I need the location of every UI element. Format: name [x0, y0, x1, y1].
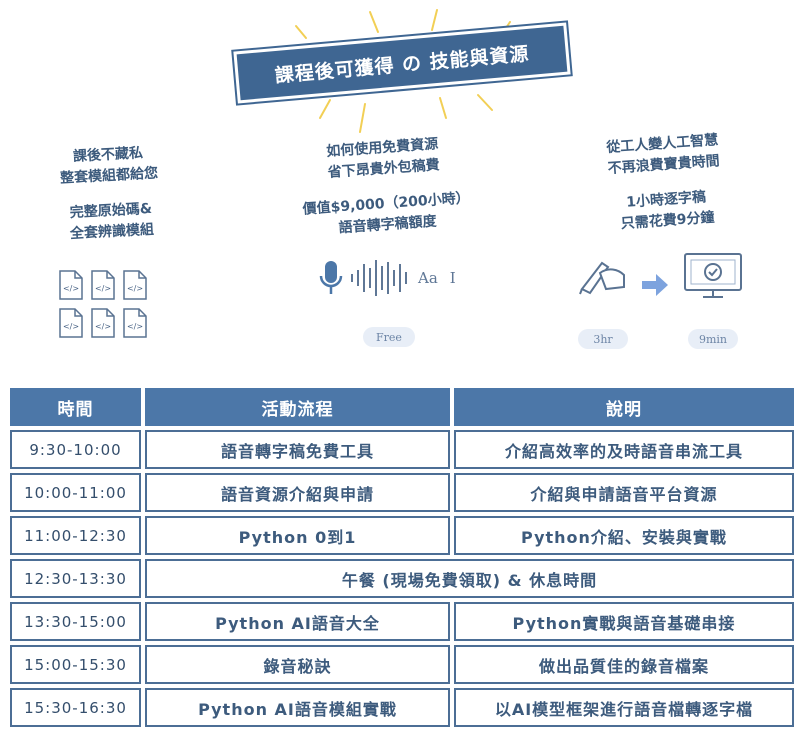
header-description: 說明	[454, 388, 794, 426]
row-activity: 語音轉字稿免費工具	[145, 430, 450, 469]
row-time: 12:30-13:30	[10, 559, 141, 598]
row-activity: Python AI語音模組實戰	[145, 688, 450, 727]
svg-text:</>: </>	[63, 284, 79, 293]
code-file-icon: </>	[59, 308, 83, 338]
table-row: 11:00-12:30 Python 0到1 Python介紹、安裝與實戰	[10, 516, 794, 555]
three-hour-badge: 3hr	[578, 329, 628, 349]
column-ai-time: 從工人變人工智慧 不再浪費寶貴時間 1小時逐字稿 只需花費9分鐘	[562, 127, 768, 239]
code-file-icon: </>	[91, 308, 115, 338]
row-time: 13:30-15:00	[10, 602, 141, 641]
row-time: 9:30-10:00	[10, 430, 141, 469]
table-row-lunch: 12:30-13:30 午餐 (現場免費領取) & 休息時間	[10, 559, 794, 598]
writing-hand-icon	[579, 261, 625, 295]
table-row: 10:00-11:00 語音資源介紹與申請 介紹與申請語音平台資源	[10, 473, 794, 512]
svg-text:</>: </>	[127, 284, 143, 293]
column-free-resources: 如何使用免費資源 省下昂貴外包稿費 價值$9,000（200小時） 語音轉字稿額…	[262, 130, 508, 245]
row-activity: 錄音秘訣	[145, 645, 450, 684]
row-activity: 語音資源介紹與申請	[145, 473, 450, 512]
svg-text:</>: </>	[95, 284, 111, 293]
speech-to-text-graphic: Aa I	[318, 258, 456, 298]
row-activity: Python 0到1	[145, 516, 450, 555]
row-merged-lunch: 午餐 (現場免費領取) & 休息時間	[145, 559, 794, 598]
table-header-row: 時間 活動流程 說明	[10, 388, 794, 426]
svg-text:</>: </>	[63, 322, 79, 331]
code-file-icon: </>	[59, 270, 83, 300]
row-time: 10:00-11:00	[10, 473, 141, 512]
code-file-icon: </>	[123, 270, 147, 300]
schedule-table: 時間 活動流程 說明 9:30-10:00 語音轉字稿免費工具 介紹高效率的及時…	[6, 384, 798, 731]
row-description: Python實戰與語音基礎串接	[454, 602, 794, 641]
table-row: 15:30-16:30 Python AI語音模組實戰 以AI模型框架進行語音檔…	[10, 688, 794, 727]
row-time: 15:00-15:30	[10, 645, 141, 684]
code-file-icon: </>	[123, 308, 147, 338]
text-cursor-icon: I	[449, 269, 456, 287]
arrow-right-icon	[642, 274, 668, 296]
code-file-icons: </> </> </> </> </> </>	[58, 270, 150, 338]
monitor-check-icon	[684, 253, 742, 298]
row-description: 介紹與申請語音平台資源	[454, 473, 794, 512]
row-time: 11:00-12:30	[10, 516, 141, 555]
row-time: 15:30-16:30	[10, 688, 141, 727]
svg-text:</>: </>	[95, 322, 111, 331]
table-row: 13:30-15:00 Python AI語音大全 Python實戰與語音基礎串…	[10, 602, 794, 641]
free-badge: Free	[363, 327, 415, 347]
microphone-icon	[319, 261, 343, 294]
table-row: 9:30-10:00 語音轉字稿免費工具 介紹高效率的及時語音串流工具	[10, 430, 794, 469]
column-source-code: 課後不藏私 整套模組都給您 完整原始碼& 全套辨識模組	[28, 141, 193, 247]
header-activity: 活動流程	[145, 388, 450, 426]
waveform-icon	[351, 260, 407, 296]
row-description: Python介紹、安裝與實戰	[454, 516, 794, 555]
skills-section: 課程後可獲得 の 技能與資源 課後不藏私 整套模組都給您 完整原始碼& 全套辨識…	[28, 9, 768, 349]
svg-text:</>: </>	[127, 322, 143, 331]
header-time: 時間	[10, 388, 141, 426]
row-activity: Python AI語音大全	[145, 602, 450, 641]
text-aa-icon: Aa	[418, 269, 438, 287]
row-description: 以AI模型框架進行語音檔轉逐字檔	[454, 688, 794, 727]
row-description: 介紹高效率的及時語音串流工具	[454, 430, 794, 469]
decorative-rays	[295, 9, 511, 133]
row-description: 做出品質佳的錄音檔案	[454, 645, 794, 684]
table-row: 15:00-15:30 錄音秘訣 做出品質佳的錄音檔案	[10, 645, 794, 684]
code-file-icon: </>	[91, 270, 115, 300]
nine-minute-badge: 9min	[688, 329, 738, 349]
